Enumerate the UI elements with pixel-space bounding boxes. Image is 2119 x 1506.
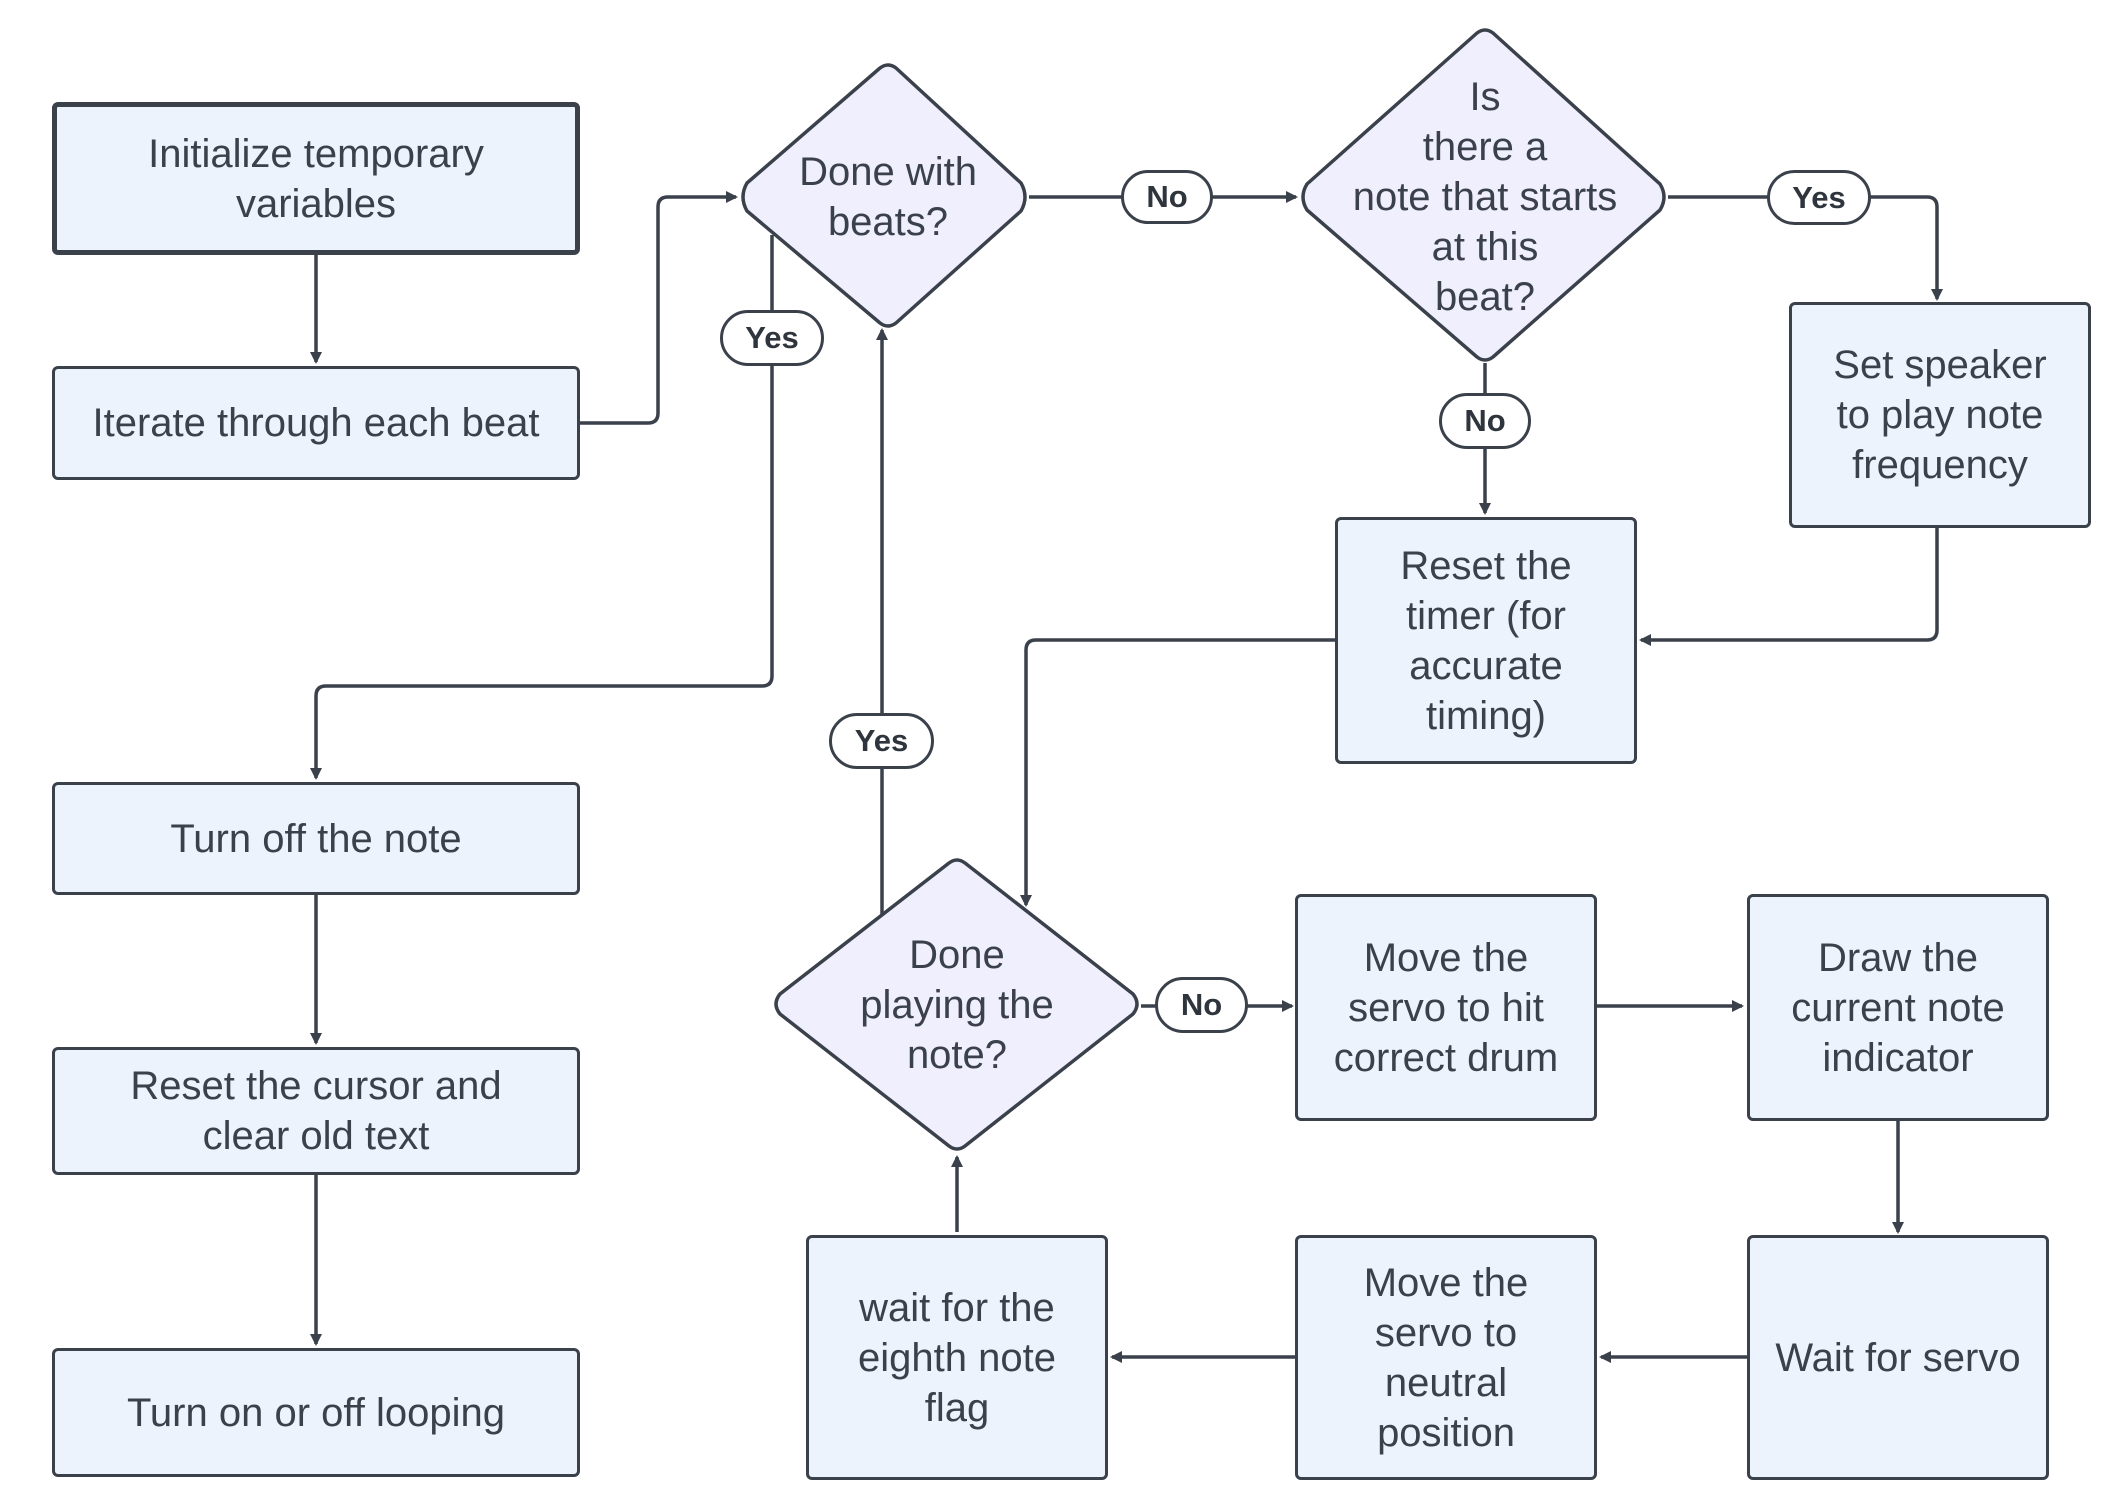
decision-note-starts-at-beat: Is there a note that starts at this beat… bbox=[1325, 60, 1645, 334]
decision-label: Done with beats? bbox=[799, 150, 977, 244]
decision-label: Is there a note that starts at this beat… bbox=[1352, 75, 1618, 319]
node-label: Move the servo to neutral position bbox=[1363, 1260, 1529, 1455]
decision-label: Done playing the note? bbox=[860, 933, 1054, 1077]
edge-label-text: No bbox=[1146, 179, 1188, 214]
node-toggle-looping: Turn on or off looping bbox=[52, 1348, 580, 1477]
edge-label-text: Yes bbox=[854, 723, 909, 758]
node-turn-off-note: Turn off the note bbox=[52, 782, 580, 895]
node-label: Turn on or off looping bbox=[126, 1390, 506, 1435]
node-iterate-beats: Iterate through each beat bbox=[52, 366, 580, 480]
node-set-speaker: Set speaker to play note frequency bbox=[1789, 302, 2091, 528]
node-label: Move the servo to hit correct drum bbox=[1333, 935, 1559, 1080]
decision-done-playing-note: Done playing the note? bbox=[800, 920, 1114, 1090]
decision-shape-done-playing bbox=[774, 858, 1139, 1151]
node-label: Draw the current note indicator bbox=[1791, 935, 2005, 1080]
edge-label-text: Yes bbox=[745, 320, 799, 355]
edge-label-text: No bbox=[1180, 987, 1223, 1022]
node-wait-servo: Wait for servo bbox=[1747, 1235, 2049, 1480]
node-label: Set speaker to play note frequency bbox=[1833, 343, 2047, 487]
node-label: Reset the timer (for accurate timing) bbox=[1400, 543, 1572, 738]
edge-label-beats-yes: Yes bbox=[720, 310, 824, 366]
node-label: Turn off the note bbox=[170, 816, 462, 861]
edge-note-starts-yes bbox=[1668, 195, 1943, 301]
node-label: wait for the eighth note flag bbox=[858, 1285, 1056, 1430]
edge-label-text: No bbox=[1464, 403, 1506, 438]
node-move-servo-hit: Move the servo to hit correct drum bbox=[1295, 894, 1597, 1121]
node-label: Reset the cursor and clear old text bbox=[130, 1064, 502, 1158]
edge-label-note-no: No bbox=[1439, 393, 1531, 449]
node-label: Wait for servo bbox=[1775, 1335, 2021, 1380]
edge-done-beats-yes bbox=[310, 235, 774, 780]
node-initialize-variables: Initialize temporary variables bbox=[52, 102, 580, 255]
edge-set-speaker-to-reset-timer bbox=[1639, 528, 1939, 646]
edge-iterate-to-done-beats bbox=[580, 191, 738, 425]
node-move-servo-neutral: Move the servo to neutral position bbox=[1295, 1235, 1597, 1480]
node-reset-cursor: Reset the cursor and clear old text bbox=[52, 1047, 580, 1175]
edge-label-playing-no: No bbox=[1155, 977, 1248, 1033]
node-draw-indicator: Draw the current note indicator bbox=[1747, 894, 2049, 1121]
node-label: Iterate through each beat bbox=[92, 401, 540, 445]
decision-done-with-beats: Done with beats? bbox=[760, 130, 1016, 264]
edge-label-note-yes: Yes bbox=[1767, 170, 1871, 225]
edge-reset-timer-to-done-playing bbox=[1020, 638, 1335, 907]
node-reset-timer: Reset the timer (for accurate timing) bbox=[1335, 517, 1637, 764]
decision-shape-done-beats bbox=[741, 63, 1027, 328]
decision-shape-note-starts bbox=[1301, 28, 1666, 362]
edge-label-beats-no: No bbox=[1121, 170, 1213, 224]
edge-label-text: Yes bbox=[1792, 179, 1846, 215]
node-wait-eighth-flag: wait for the eighth note flag bbox=[806, 1235, 1108, 1480]
edge-label-playing-yes: Yes bbox=[829, 713, 934, 769]
node-label: Initialize temporary variables bbox=[148, 131, 484, 226]
